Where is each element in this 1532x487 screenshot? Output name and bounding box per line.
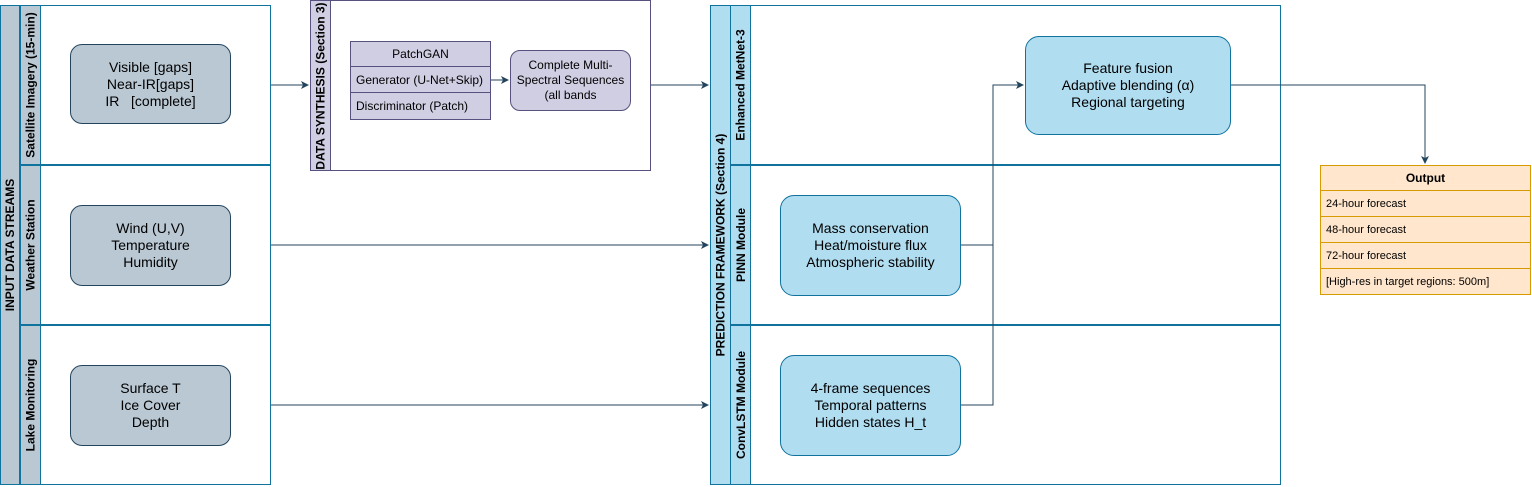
output-row: 24-hour forecast	[1320, 190, 1531, 217]
lane-pinn-header: PINN Module	[730, 165, 751, 325]
lane-convlstm-header: ConvLSTM Module	[730, 325, 751, 485]
output-row: [High-res in target regions: 500m]	[1320, 268, 1531, 295]
output-row: 72-hour forecast	[1320, 242, 1531, 269]
patchgan-row: Generator (U-Net+Skip)	[350, 66, 491, 93]
patchgan-generator-label: Generator (U-Net+Skip)	[356, 72, 484, 87]
lake-variables-node: Surface T Ice Cover Depth	[70, 365, 231, 446]
output-header-label: Output	[1405, 171, 1446, 185]
output-48h-label: 48-hour forecast	[1326, 223, 1407, 236]
output-72h-label: 72-hour forecast	[1326, 249, 1407, 262]
output-highres-label: [High-res in target regions: 500m]	[1326, 275, 1490, 288]
input-streams-title-strip: INPUT DATA STREAMS	[0, 5, 20, 485]
weather-variables-node: Wind (U,V) Temperature Humidity	[70, 205, 231, 286]
lane-lake-header: Lake Monitoring	[20, 325, 41, 485]
lane-satellite-header: Satellite Imagery (15-min)	[20, 5, 41, 165]
output-24h-label: 24-hour forecast	[1326, 197, 1407, 210]
feature-fusion-node: Feature fusion Adaptive blending (α) Reg…	[1025, 36, 1231, 135]
fusion-to-output-arrow	[1231, 84, 1429, 164]
convlstm-sequences-node: 4-frame sequences Temporal patterns Hidd…	[780, 355, 961, 456]
convlstm-to-fusion-arrow	[961, 81, 1024, 406]
pinn-constraints-node: Mass conservation Heat/moisture flux Atm…	[780, 195, 961, 296]
lane-weather-header: Weather Station	[20, 165, 41, 325]
complete-sequences-node: Complete Multi- Spectral Sequences (all …	[510, 50, 631, 111]
data-synthesis-title-strip: DATA SYNTHESIS (Section 3)	[310, 0, 331, 171]
patchgan-header-label: PatchGAN	[392, 47, 449, 61]
patchgan-row: Discriminator (Patch)	[350, 92, 491, 120]
patchgan-discriminator-label: Discriminator (Patch)	[356, 99, 469, 113]
satellite-bands-node: Visible [gaps] Near-IR[gaps] IR [complet…	[70, 44, 231, 124]
lane-metnet-header: Enhanced MetNet-3	[730, 5, 751, 165]
